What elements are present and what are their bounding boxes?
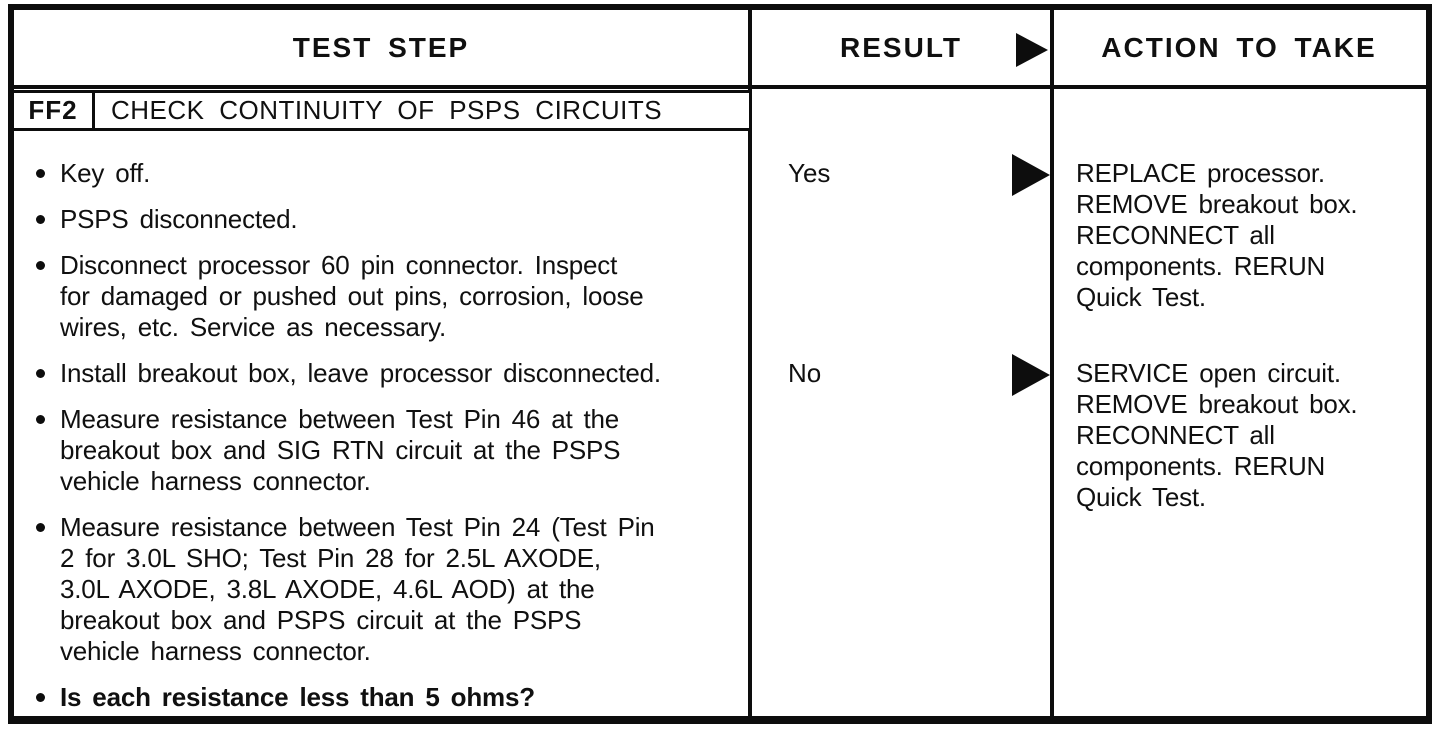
test-step-item: Key off. — [34, 158, 736, 189]
test-step-item: Disconnect processor 60 pin connector. I… — [34, 250, 736, 343]
action-for-yes: REPLACE processor. REMOVE breakout box. … — [1076, 158, 1358, 312]
test-step-question: Is each resistance less than 5 ohms? — [34, 682, 736, 713]
test-code: FF2 — [14, 93, 95, 128]
column-divider-1 — [748, 10, 752, 716]
test-step-list: Key off. PSPS disconnected. Disconnect p… — [34, 158, 736, 716]
pinpoint-test-table: TEST STEP RESULT ACTION TO TAKE FF2 CHEC… — [8, 4, 1432, 724]
test-title: CHECK CONTINUITY OF PSPS CIRCUITS — [111, 95, 663, 125]
yes-arrow-icon — [1012, 154, 1050, 196]
test-step-item: Measure resistance between Test Pin 24 (… — [34, 512, 736, 667]
column-header-result: RESULT — [840, 31, 962, 63]
action-for-no: SERVICE open circuit. REMOVE breakout bo… — [1076, 358, 1358, 512]
column-header-test-step: TEST STEP — [292, 31, 470, 63]
test-step-item: Measure resistance between Test Pin 46 a… — [34, 404, 736, 497]
result-no-label: No — [788, 358, 822, 388]
result-yes-label: Yes — [788, 158, 831, 188]
column-header-action-to-take: ACTION TO TAKE — [1101, 31, 1377, 63]
no-arrow-icon — [1012, 354, 1050, 396]
column-divider-2 — [1050, 10, 1054, 716]
test-step-item: PSPS disconnected. — [34, 204, 736, 235]
test-step-item: Install breakout box, leave processor di… — [34, 358, 736, 389]
test-subheader-box: FF2 CHECK CONTINUITY OF PSPS CIRCUITS — [14, 90, 752, 131]
header-divider-line — [14, 85, 1426, 89]
